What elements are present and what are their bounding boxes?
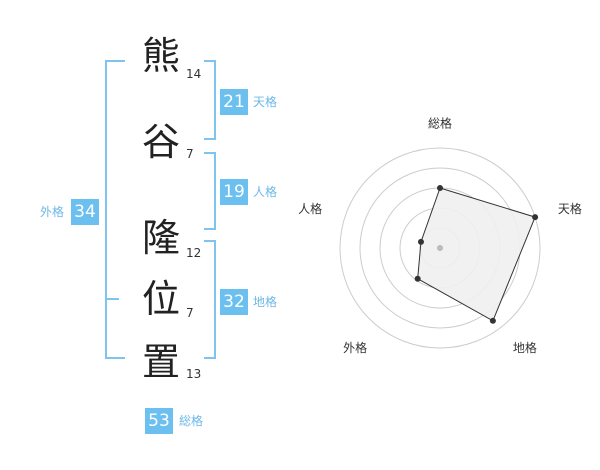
radar-point — [532, 214, 539, 221]
stroke-count-5: 13 — [186, 367, 202, 381]
stroke-count-4: 7 — [186, 306, 194, 320]
radar-point — [417, 238, 424, 245]
stroke-count-2: 7 — [186, 147, 194, 161]
chikaku-label: 地格 — [253, 295, 278, 309]
radar-value-polygon — [417, 187, 536, 322]
radar-ring — [339, 147, 541, 349]
tenkaku-label: 天格 — [253, 95, 278, 109]
name-char-1: 熊 — [141, 34, 180, 78]
radar-point — [489, 317, 496, 324]
name-char-3: 隆 — [141, 216, 180, 260]
radar-axis-label: 総格 — [428, 116, 452, 131]
soukaku-value-badge: 53 — [145, 408, 173, 434]
gaikaku-value-badge: 34 — [71, 199, 99, 225]
stroke-count-1: 14 — [186, 67, 202, 81]
radar-axis-label: 天格 — [558, 201, 582, 216]
jinkaku-label: 人格 — [253, 185, 278, 199]
name-char-5: 置 — [141, 340, 180, 384]
soukaku-label: 総格 — [179, 414, 204, 428]
tenkaku-value-badge: 21 — [220, 89, 248, 115]
name-char-4: 位 — [141, 277, 180, 321]
jinkaku-value-badge: 19 — [220, 179, 248, 205]
radar-axis-label: 外格 — [343, 340, 367, 355]
radar-axis-label: 地格 — [513, 340, 537, 355]
name-char-2: 谷 — [141, 120, 180, 164]
radar-axis-label: 人格 — [298, 201, 322, 216]
radar-point — [437, 185, 443, 191]
radar-center-dot — [437, 245, 443, 251]
radar-points — [414, 185, 539, 324]
stroke-count-3: 12 — [186, 246, 202, 260]
gaikaku-label: 外格 — [40, 205, 65, 219]
radar-point — [414, 275, 421, 282]
chikaku-value-badge: 32 — [220, 289, 248, 315]
